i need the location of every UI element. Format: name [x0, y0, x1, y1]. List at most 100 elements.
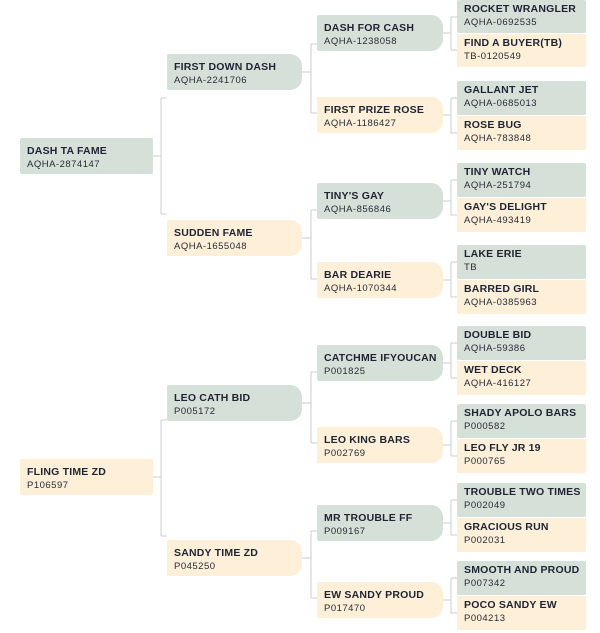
registration-number: AQHA-2241706	[174, 75, 248, 86]
dam-card[interactable]: WET DECK AQHA-416127	[457, 361, 586, 395]
connector-line	[153, 419, 167, 537]
horse-name: LAKE ERIE	[464, 248, 522, 260]
sire-card[interactable]: LAKE ERIE TB	[457, 245, 586, 279]
dam-card[interactable]: FIRST PRIZE ROSE AQHA-1186427	[317, 97, 443, 133]
horse-name: SANDY TIME ZD	[174, 547, 259, 559]
registration-number: P002769	[324, 448, 366, 459]
connector-line	[302, 530, 317, 599]
sire-card[interactable]: ROCKET WRANGLER AQHA-0692535	[457, 0, 586, 33]
registration-number: AQHA-0692535	[464, 17, 538, 28]
dam-card[interactable]: BAR DEARIE AQHA-1070344	[317, 262, 443, 298]
sire-card[interactable]: TROUBLE TWO TIMES P002049	[457, 483, 586, 517]
horse-name: DASH FOR CASH	[324, 22, 415, 34]
horse-name: BARRED GIRL	[464, 283, 540, 295]
horse-name: SUDDEN FAME	[174, 227, 253, 239]
sire-card[interactable]: TINY'S GAY AQHA-856846	[317, 183, 443, 219]
horse-name: TROUBLE TWO TIMES	[464, 486, 581, 498]
horse-name: POCO SANDY EW	[464, 599, 557, 611]
registration-number: AQHA-856846	[324, 204, 392, 215]
registration-number: AQHA-2874147	[27, 159, 101, 170]
registration-number: AQHA-493419	[464, 215, 532, 226]
registration-number: AQHA-783848	[464, 133, 532, 144]
horse-card[interactable]: FLING TIME ZD P106597	[20, 459, 153, 495]
connector-line	[443, 97, 457, 134]
horse-name: FIND A BUYER(TB)	[464, 37, 563, 49]
registration-number: P002049	[464, 500, 506, 511]
registration-number: P002031	[464, 535, 506, 546]
registration-number: P004213	[464, 613, 506, 624]
horse-name: FLING TIME ZD	[27, 466, 107, 478]
connector-line	[302, 43, 317, 114]
horse-name: ROCKET WRANGLER	[464, 3, 577, 15]
horse-name: BAR DEARIE	[324, 269, 392, 281]
sire-card[interactable]: SMOOTH AND PROUD P007342	[457, 561, 586, 595]
horse-name: TINY'S GAY	[324, 190, 385, 202]
registration-number: AQHA-416127	[464, 378, 532, 389]
horse-name: TINY WATCH	[464, 166, 531, 178]
registration-number: AQHA-1238058	[324, 36, 398, 47]
registration-number: AQHA-251794	[464, 180, 532, 191]
horse-name: CATCHME IFYOUCAN	[324, 352, 437, 364]
dam-card[interactable]: BARRED GIRL AQHA-0385963	[457, 280, 586, 314]
sire-card[interactable]: CATCHME IFYOUCAN P001825	[317, 345, 443, 381]
horse-name: LEO FLY JR 19	[464, 442, 541, 454]
registration-number: P045250	[174, 561, 216, 572]
dam-card[interactable]: GRACIOUS RUN P002031	[457, 518, 586, 552]
horse-name: SMOOTH AND PROUD	[464, 564, 580, 576]
sire-card[interactable]: FIRST DOWN DASH AQHA-2241706	[167, 54, 302, 90]
horse-name: FIRST PRIZE ROSE	[324, 104, 425, 116]
registration-number: AQHA-1655048	[174, 241, 248, 252]
registration-number: AQHA-59386	[464, 343, 526, 354]
registration-number: AQHA-1186427	[324, 118, 397, 129]
sire-card[interactable]: DASH FOR CASH AQHA-1238058	[317, 15, 443, 51]
registration-number: AQHA-0685013	[464, 98, 538, 109]
connector-line	[443, 577, 457, 614]
dam-card[interactable]: SANDY TIME ZD P045250	[167, 540, 302, 576]
sire-card[interactable]: SHADY APOLO BARS P000582	[457, 404, 586, 438]
connector-line	[443, 179, 457, 216]
registration-number: P106597	[27, 480, 69, 491]
dam-card[interactable]: SUDDEN FAME AQHA-1655048	[167, 220, 302, 256]
horse-name: FIRST DOWN DASH	[174, 61, 277, 73]
registration-number: P000582	[464, 421, 506, 432]
registration-number: P005172	[174, 406, 216, 417]
horse-name: DOUBLE BID	[464, 329, 532, 341]
connector-line	[302, 371, 317, 444]
registration-number: P000765	[464, 456, 506, 467]
horse-name: ROSE BUG	[464, 119, 522, 131]
sire-card[interactable]: LEO CATH BID P005172	[167, 385, 302, 421]
registration-number: P009167	[324, 526, 366, 537]
dam-card[interactable]: LEO FLY JR 19 P000765	[457, 439, 586, 473]
sire-card[interactable]: MR TROUBLE FF P009167	[317, 505, 443, 541]
registration-number: AQHA-1070344	[324, 283, 398, 294]
connector-line	[443, 342, 457, 379]
connector-line	[443, 420, 457, 457]
horse-name: GAY'S DELIGHT	[464, 201, 547, 213]
connector-line	[443, 261, 457, 298]
registration-number: P007342	[464, 578, 506, 589]
sire-card[interactable]: DOUBLE BID AQHA-59386	[457, 326, 586, 360]
dam-card[interactable]: POCO SANDY EW P004213	[457, 596, 586, 630]
dam-card[interactable]: EW SANDY PROUD P017470	[317, 582, 443, 618]
horse-name: LEO KING BARS	[324, 434, 411, 446]
dam-card[interactable]: GAY'S DELIGHT AQHA-493419	[457, 198, 586, 232]
horse-name: EW SANDY PROUD	[324, 589, 425, 601]
horse-name: WET DECK	[464, 364, 522, 376]
dam-card[interactable]: LEO KING BARS P002769	[317, 427, 443, 463]
horse-card[interactable]: DASH TA FAME AQHA-2874147	[20, 138, 153, 174]
horse-name: LEO CATH BID	[174, 392, 251, 404]
registration-number: P017470	[324, 603, 366, 614]
horse-name: MR TROUBLE FF	[324, 512, 413, 524]
horse-name: GRACIOUS RUN	[464, 521, 549, 533]
sire-card[interactable]: TINY WATCH AQHA-251794	[457, 163, 586, 197]
registration-number: AQHA-0385963	[464, 297, 538, 308]
dam-card[interactable]: FIND A BUYER(TB) TB-0120549	[457, 34, 586, 67]
registration-number: TB-0120549	[464, 51, 522, 62]
dam-card[interactable]: ROSE BUG AQHA-783848	[457, 116, 586, 150]
sire-card[interactable]: GALLANT JET AQHA-0685013	[457, 81, 586, 115]
connector-line	[153, 97, 167, 215]
registration-number: TB	[464, 262, 478, 273]
horse-name: DASH TA FAME	[27, 145, 107, 157]
registration-number: P001825	[324, 366, 366, 377]
